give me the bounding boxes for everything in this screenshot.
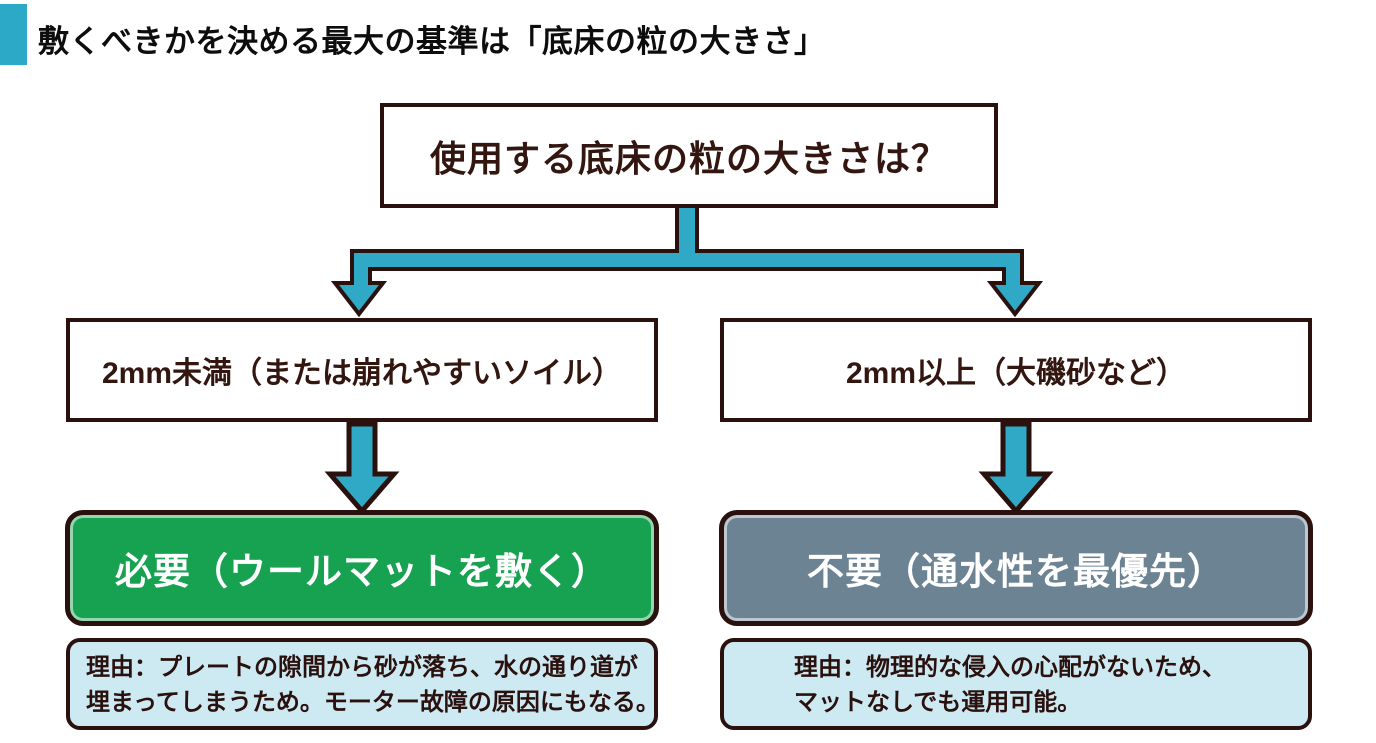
reason-left-line1: 理由：プレートの隙間から砂が落ち、水の通り道が (86, 654, 638, 681)
result-box-not-required: 不要（通水性を最優先） (719, 510, 1313, 626)
down-arrow-right-icon (978, 421, 1054, 515)
branch-split-arrow-icon (330, 204, 1044, 318)
condition-box-left: 2mm未満（または崩れやすいソイル） (66, 318, 658, 422)
reason-box-left: 理由：プレートの隙間から砂が落ち、水の通り道が 埋まってしまうため。モーター故障… (66, 638, 660, 730)
condition-left-label: 2mm未満（または崩れやすいソイル） (101, 357, 623, 390)
question-box: 使用する底床の粒の大きさは？ (380, 103, 998, 208)
result-not-required-label: 不要（通水性を最優先） (807, 551, 1225, 592)
reason-left-line2: 埋まってしまうため。モーター故障の原因にもなる。 (86, 689, 660, 716)
title-accent-bar (0, 4, 27, 65)
reason-box-right: 理由：物理的な侵入の心配がないため、 マットなしでも運用可能。 (720, 638, 1312, 730)
down-arrow-left-icon (324, 421, 400, 515)
condition-right-label: 2mm以上（大磯砂など） (845, 357, 1187, 390)
reason-right-line1: 理由：物理的な侵入の心配がないため、 (794, 654, 1226, 681)
result-box-required: 必要（ウールマットを敷く） (65, 510, 659, 626)
page-title: 敷くべきかを決める最大の基準は「底床の粒の大きさ」 (38, 24, 826, 59)
result-required-label: 必要（ウールマットを敷く） (115, 551, 609, 592)
reason-right-line2: マットなしでも運用可能。 (794, 689, 1082, 716)
question-label: 使用する底床の粒の大きさは？ (429, 137, 948, 179)
condition-box-right: 2mm以上（大磯砂など） (720, 318, 1312, 422)
